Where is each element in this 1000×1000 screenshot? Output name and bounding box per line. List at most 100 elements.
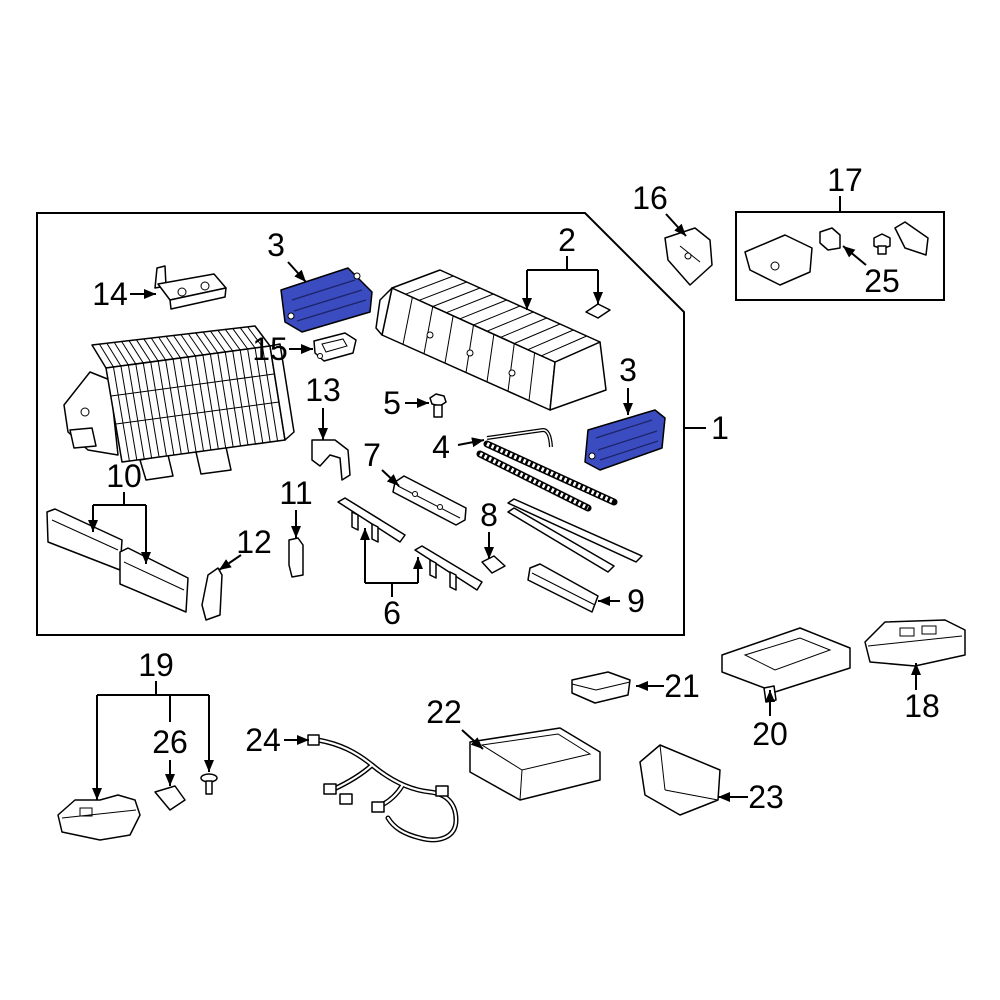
part-19-body <box>57 794 141 841</box>
part-7-hole <box>437 504 443 510</box>
leader-3-left <box>287 261 307 283</box>
battery-cell-tops-line <box>232 328 249 350</box>
battery-cell-tops-line <box>150 337 167 361</box>
part-22-tray <box>469 727 601 801</box>
battery-cell-tops-line <box>202 331 219 354</box>
battery-cell-tops-line <box>121 341 137 365</box>
part-2-top-ribs-line <box>405 275 454 295</box>
callout-15: 15 <box>252 331 288 367</box>
part-2-front-ribs-line <box>507 343 515 392</box>
battery-cell-tops-line <box>180 334 196 357</box>
leader-12 <box>218 554 242 571</box>
battery-cell-lines-line <box>165 359 182 455</box>
battery-band <box>115 401 280 425</box>
part-9-bracket <box>527 563 599 613</box>
part-7-bracket <box>392 475 467 526</box>
callout-21: 21 <box>664 668 700 704</box>
battery-cell-tops-line <box>195 332 211 355</box>
part-24-connector <box>323 783 337 795</box>
part-4-threaded-rod-thread <box>479 452 589 510</box>
callout-8: 8 <box>480 497 498 533</box>
part-6-rails <box>337 497 483 591</box>
part-26-pad <box>154 785 186 811</box>
part-20-recess <box>743 637 832 671</box>
part-6-tab <box>449 571 457 591</box>
battery-cell-lines-line <box>247 348 264 444</box>
battery-cell-lines-line <box>224 351 242 447</box>
part-20-tray <box>721 627 851 703</box>
part-15-hole <box>317 353 323 359</box>
battery-cell-tops-line <box>128 340 144 364</box>
part-22-inner <box>480 733 592 771</box>
battery-cell-tops-line <box>217 330 234 352</box>
part-10-panel-edge <box>123 561 185 591</box>
part-2-top-ribs-line <box>486 311 534 332</box>
callout-1: 1 <box>711 410 729 446</box>
part-2-top-ribs-line <box>473 305 521 326</box>
battery-cell-tops-line <box>158 336 174 360</box>
part-24-connector <box>339 793 353 805</box>
leader-7 <box>381 469 400 487</box>
part-14-hole <box>200 281 210 291</box>
part-23-duct <box>639 744 721 816</box>
battery-cell-lines-line <box>262 346 279 442</box>
callout-22: 22 <box>426 694 462 730</box>
callout-9: 9 <box>627 583 645 619</box>
callout-2: 2 <box>558 222 576 258</box>
part-17-kit <box>744 221 929 286</box>
part-12-bracket <box>201 567 223 621</box>
part-2-top-ribs-line <box>418 281 467 301</box>
callout-25: 25 <box>864 263 900 299</box>
battery-cell-tops-line <box>98 343 114 368</box>
part-17-piece <box>894 221 929 256</box>
battery-cell-tops-line <box>106 343 122 367</box>
part-5-bolt-shank <box>433 404 443 418</box>
callout-19: 19 <box>138 647 174 683</box>
part-18-slot <box>921 625 937 635</box>
part-17-hole <box>770 261 780 271</box>
part-21-edge <box>595 681 631 691</box>
callout-24: 24 <box>245 722 281 758</box>
part-6-tab <box>429 559 437 579</box>
part-23-body <box>639 744 721 816</box>
battery-cell-tops-line <box>143 338 159 362</box>
part-18-body <box>864 619 966 667</box>
part-2-front-ribs-line <box>444 315 454 364</box>
battery-cell-tops-line <box>136 339 152 363</box>
part-2-front-ribs-line <box>486 334 495 382</box>
battery-cell-tops-line <box>239 327 256 349</box>
part-11-block <box>288 537 304 578</box>
part-16-bracket <box>664 227 713 286</box>
part-19-slot <box>79 807 93 817</box>
battery-cell-tops-line <box>187 333 204 356</box>
callout-13: 13 <box>305 372 341 408</box>
part-3-left-rib <box>293 289 363 312</box>
part-6-tab <box>371 523 379 543</box>
part-2-top-ribs-line <box>459 299 507 320</box>
long-bar <box>507 498 643 563</box>
part-2-top-ribs <box>405 275 587 357</box>
part-24-connector <box>371 801 385 813</box>
battery-cell-tops-line <box>210 330 226 353</box>
part-24-cable-core <box>316 738 458 841</box>
part-15-bracket <box>313 332 357 362</box>
part-17-bracket <box>744 234 813 286</box>
part-2-front-ribs-line <box>423 306 434 354</box>
battery-cell-lines-line <box>135 363 153 459</box>
part-2-hole <box>508 369 516 377</box>
part-14-hole <box>177 287 187 297</box>
callout-3-right: 3 <box>619 352 637 388</box>
part-6-tab <box>351 511 359 531</box>
part-5-bolt <box>429 393 447 418</box>
part-7-hole <box>412 491 418 497</box>
part-3-left-rib <box>291 279 356 301</box>
part-7-body <box>392 475 467 526</box>
battery-cell-lines-line <box>157 360 175 456</box>
callout-16: 16 <box>632 180 668 216</box>
battery-cell-lines-line <box>254 347 271 443</box>
part-2-front-ribs <box>402 297 536 401</box>
part-25-bolt-shank <box>877 245 887 255</box>
battery-cell-lines-line <box>172 358 190 454</box>
battery-module <box>63 325 295 481</box>
battery-cell-lines-line <box>142 362 160 458</box>
